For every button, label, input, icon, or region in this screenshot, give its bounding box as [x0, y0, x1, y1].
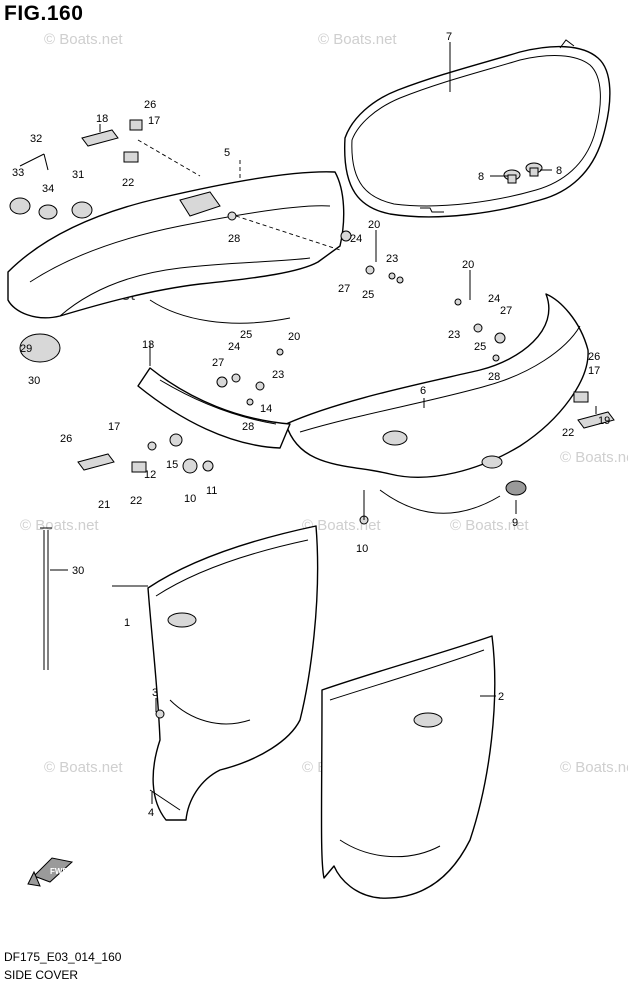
callout-label: 6: [420, 385, 426, 397]
callout-label: 25: [362, 289, 374, 301]
callout-label: 31: [72, 169, 84, 181]
callout-label: 28: [228, 233, 240, 245]
callout-label: 22: [122, 177, 134, 189]
callout-label: 27: [212, 357, 224, 369]
callout-label: 30: [72, 565, 84, 577]
callout-label: 25: [474, 341, 486, 353]
part-right-lower-cover: [320, 635, 496, 899]
callout-label: 17: [148, 115, 160, 127]
figure-title: FIG.160: [4, 2, 84, 25]
callout-label: 18: [96, 113, 108, 125]
callout-label: 7: [446, 31, 452, 43]
callout-label: 33: [12, 167, 24, 179]
callout-label: 26: [144, 99, 156, 111]
callout-label: 23: [386, 253, 398, 265]
callout-label: 19: [598, 415, 610, 427]
callout-label: 17: [588, 365, 600, 377]
callout-label: 22: [130, 495, 142, 507]
part-cable-tie: [40, 527, 52, 670]
callout-label: 1: [124, 617, 130, 629]
callout-label: 8: [478, 171, 484, 183]
watermark: © Boats.net: [318, 31, 397, 48]
callout-label: 12: [144, 469, 156, 481]
part-left-lower-cover: [147, 525, 319, 821]
callout-label: 27: [338, 283, 350, 295]
fwd-label: FWD: [50, 867, 68, 876]
figure-name: SIDE COVER: [4, 968, 79, 982]
callout-label: 26: [588, 351, 600, 363]
callout-label: 4: [148, 807, 154, 819]
callout-label: 15: [166, 459, 178, 471]
callout-label: 9: [512, 517, 518, 529]
part-upper-side-cover: [7, 171, 345, 324]
part-grommet: [503, 162, 543, 184]
watermark: © Boats.net: [450, 517, 529, 534]
watermark: © Boats.net: [560, 449, 628, 466]
callout-label: 11: [206, 485, 217, 497]
callout-label: 22: [562, 427, 574, 439]
callouts: 7 8 8 5 26 18 17 22 32 33 34 31 28 20 24…: [12, 31, 610, 819]
callout-label: 13: [142, 339, 154, 351]
watermark: © Boats.net: [560, 759, 628, 776]
callout-label: 21: [98, 499, 110, 511]
callout-label: 20: [288, 331, 300, 343]
leader-lines: [19, 42, 597, 804]
callout-label: 25: [240, 329, 252, 341]
callout-label: 29: [20, 343, 32, 355]
watermark: © Boats.net: [44, 31, 123, 48]
part-seal-ring: [343, 39, 611, 218]
callout-label: 34: [42, 183, 54, 195]
callout-label: 30: [28, 375, 40, 387]
callout-label: 5: [224, 147, 230, 159]
callout-label: 10: [184, 493, 196, 505]
part-grommet: [505, 480, 527, 496]
callout-label: 28: [488, 371, 500, 383]
callout-label: 24: [350, 233, 362, 245]
callout-label: 17: [108, 421, 120, 433]
part-lower-side-cover: [285, 293, 589, 514]
callout-label: 24: [228, 341, 240, 353]
callout-label: 14: [260, 403, 272, 415]
fwd-arrow: FWD: [27, 857, 74, 887]
callout-label: 24: [488, 293, 500, 305]
callout-label: 23: [448, 329, 460, 341]
callout-label: 2: [498, 691, 504, 703]
callout-label: 8: [556, 165, 562, 177]
small-hardware: [77, 119, 615, 811]
watermark: © Boats.net: [44, 759, 123, 776]
callout-label: 10: [356, 543, 368, 555]
callout-label: 28: [242, 421, 254, 433]
figure-code: DF175_E03_014_160: [4, 950, 122, 964]
callout-label: 3: [152, 687, 158, 699]
part-rubber-mount: [9, 197, 93, 363]
callout-label: 20: [462, 259, 474, 271]
callout-label: 20: [368, 219, 380, 231]
callout-label: 26: [60, 433, 72, 445]
callout-label: 23: [272, 369, 284, 381]
watermark: © Boats.net: [20, 517, 99, 534]
callout-label: 32: [30, 133, 42, 145]
part-bracket: [137, 367, 291, 449]
callout-label: 27: [500, 305, 512, 317]
